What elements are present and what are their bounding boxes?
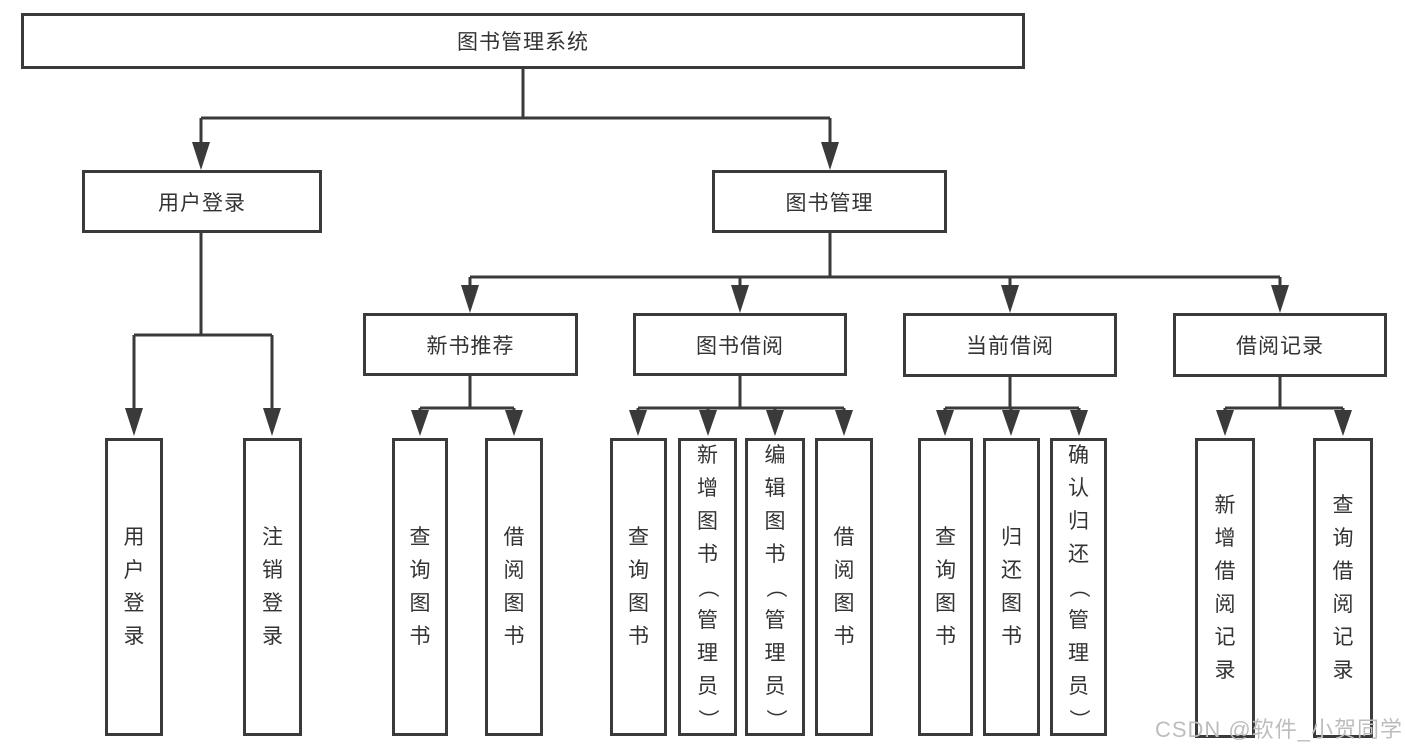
node-bb-add-label: 新增图书（管理员） xyxy=(696,443,719,730)
node-ul-logout: 注销登录 xyxy=(243,438,302,736)
connector-lines xyxy=(132,69,1345,412)
node-book-borrow-label: 图书借阅 xyxy=(696,334,784,358)
node-root-label: 图书管理系统 xyxy=(457,31,589,54)
node-cb-return-label: 归还图书 xyxy=(1001,526,1022,648)
node-cb-confirm-label: 确认归还（管理员） xyxy=(1067,443,1090,730)
node-nb-borrow-label: 借阅图书 xyxy=(503,526,525,648)
node-br-add-label: 新增借阅记录 xyxy=(1214,494,1236,682)
watermark: CSDN @软件_小贺同学 xyxy=(1154,717,1403,742)
node-bb-edit-label: 编辑图书（管理员） xyxy=(763,443,787,730)
node-book-mgmt: 图书管理 xyxy=(712,170,947,233)
node-bb-edit: 编辑图书（管理员） xyxy=(745,438,805,736)
node-borrow-rec-label: 借阅记录 xyxy=(1236,335,1324,358)
node-book-borrow: 图书借阅 xyxy=(633,313,847,376)
node-bb-borrow: 借阅图书 xyxy=(815,438,873,736)
node-bb-query: 查询图书 xyxy=(610,438,667,736)
node-br-query: 查询借阅记录 xyxy=(1313,438,1373,738)
node-new-book-rec: 新书推荐 xyxy=(363,313,578,376)
node-ul-login-label: 用户登录 xyxy=(123,526,145,648)
arrowheads xyxy=(125,142,1352,436)
node-nb-borrow: 借阅图书 xyxy=(485,438,543,736)
node-br-query-label: 查询借阅记录 xyxy=(1332,494,1354,682)
node-ul-login: 用户登录 xyxy=(105,438,163,736)
node-borrow-rec: 借阅记录 xyxy=(1173,313,1387,377)
node-cb-return: 归还图书 xyxy=(983,438,1040,736)
node-cb-query-label: 查询图书 xyxy=(935,526,956,648)
node-book-mgmt-label: 图书管理 xyxy=(785,191,874,215)
node-cur-borrow-label: 当前借阅 xyxy=(966,335,1054,358)
node-user-login: 用户登录 xyxy=(82,170,322,233)
node-user-login-label: 用户登录 xyxy=(158,191,246,215)
node-ul-logout-label: 注销登录 xyxy=(262,526,283,648)
node-bb-query-label: 查询图书 xyxy=(628,526,649,648)
node-bb-borrow-label: 借阅图书 xyxy=(833,526,855,648)
node-cur-borrow: 当前借阅 xyxy=(903,313,1117,377)
node-new-book-rec-label: 新书推荐 xyxy=(426,334,515,358)
node-root: 图书管理系统 xyxy=(21,13,1025,69)
node-nb-query-label: 查询图书 xyxy=(409,526,431,648)
node-cb-confirm: 确认归还（管理员） xyxy=(1050,438,1107,736)
node-bb-add: 新增图书（管理员） xyxy=(678,438,737,736)
node-cb-query: 查询图书 xyxy=(918,438,973,736)
node-br-add: 新增借阅记录 xyxy=(1195,438,1255,738)
node-nb-query: 查询图书 xyxy=(392,438,448,736)
